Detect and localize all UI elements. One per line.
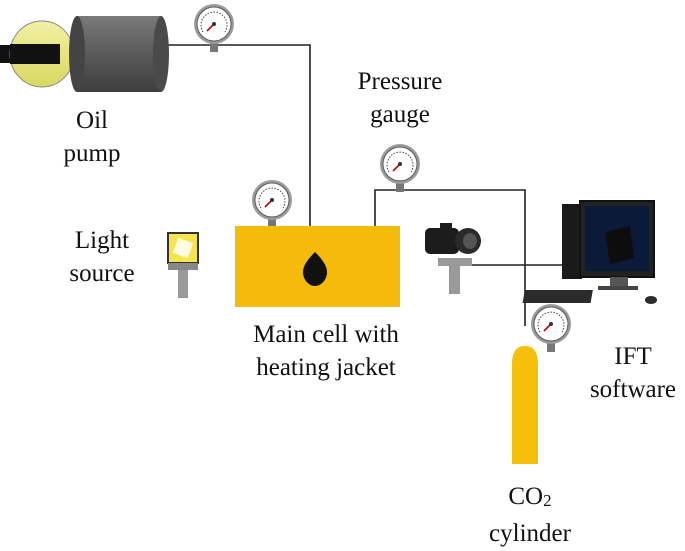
camera-icon bbox=[425, 223, 481, 294]
co2-subscript: 2 bbox=[543, 491, 552, 510]
pressure-gauge-icon bbox=[379, 143, 421, 193]
main-cell-label-line2: heating jacket bbox=[256, 354, 396, 381]
oil-pump-label: Oil pump bbox=[52, 104, 132, 170]
co2-cylinder-label: CO2 cylinder bbox=[480, 480, 580, 550]
oil-line bbox=[162, 44, 311, 252]
pressure-gauge-label-line1: Pressure bbox=[357, 68, 443, 95]
co2-cylinder-label-line1: CO2 bbox=[480, 480, 580, 517]
co2-formula: CO bbox=[508, 483, 544, 510]
oil-pump-label-line1: Oil bbox=[76, 107, 108, 134]
pressure-gauge-label-line2: gauge bbox=[370, 101, 430, 128]
oil-drop-icon bbox=[303, 252, 327, 286]
pressure-gauge-icon bbox=[251, 179, 293, 229]
oil-pump bbox=[0, 16, 169, 92]
ift-software-label-line1: IFT bbox=[614, 343, 652, 370]
ift-software-label: IFT software bbox=[583, 340, 683, 406]
pump-body bbox=[77, 16, 161, 92]
desktop-computer-icon bbox=[522, 200, 657, 304]
light-source-icon bbox=[167, 232, 199, 298]
pressure-gauge-icon bbox=[530, 303, 572, 353]
pressure-gauge-label: Pressure gauge bbox=[350, 65, 450, 131]
ift-software-label-line2: software bbox=[589, 376, 677, 403]
light-source-label-line2: source bbox=[69, 260, 135, 287]
light-source-label-line1: Light bbox=[74, 227, 130, 254]
main-cell-label: Main cell with heating jacket bbox=[226, 318, 426, 384]
co2-cylinder bbox=[512, 346, 538, 464]
light-source-label: Light source bbox=[60, 224, 144, 290]
oil-pump-label-line2: pump bbox=[63, 140, 121, 167]
co2-cylinder-label-line2: cylinder bbox=[489, 520, 571, 547]
main-cell-label-line1: Main cell with bbox=[253, 321, 399, 348]
gas-line bbox=[374, 189, 526, 326]
